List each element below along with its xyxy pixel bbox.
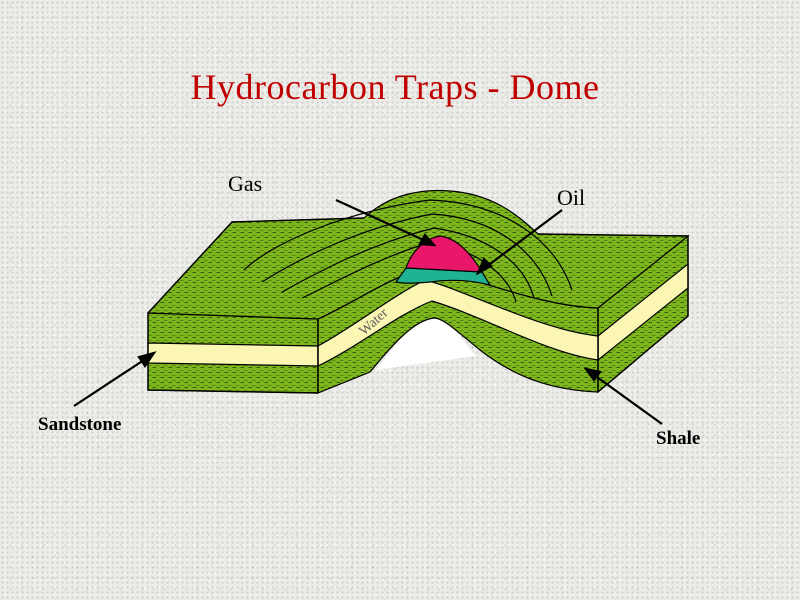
diagram-title: Hydrocarbon Traps - Dome <box>190 67 600 107</box>
void-under-dome <box>376 316 476 370</box>
oil-zone <box>394 267 492 286</box>
gas-label: Gas <box>228 171 263 196</box>
sandstone-pointer-head <box>137 351 157 368</box>
shale-pointer-head <box>583 367 602 382</box>
oil-label: Oil <box>557 185 586 210</box>
gas-pointer-head <box>418 233 437 247</box>
gas-pointer <box>335 198 431 245</box>
oil-pointer-head <box>475 257 493 276</box>
sandstone-label: Sandstone <box>38 414 122 435</box>
shale-label: Shale <box>656 428 701 449</box>
sandstone-pointer <box>73 355 151 407</box>
label-pointers <box>73 198 663 425</box>
left-sandstone-layer <box>147 342 319 367</box>
block-outline <box>147 217 689 394</box>
shale-pointer <box>589 371 663 425</box>
oil-pointer <box>481 209 563 271</box>
